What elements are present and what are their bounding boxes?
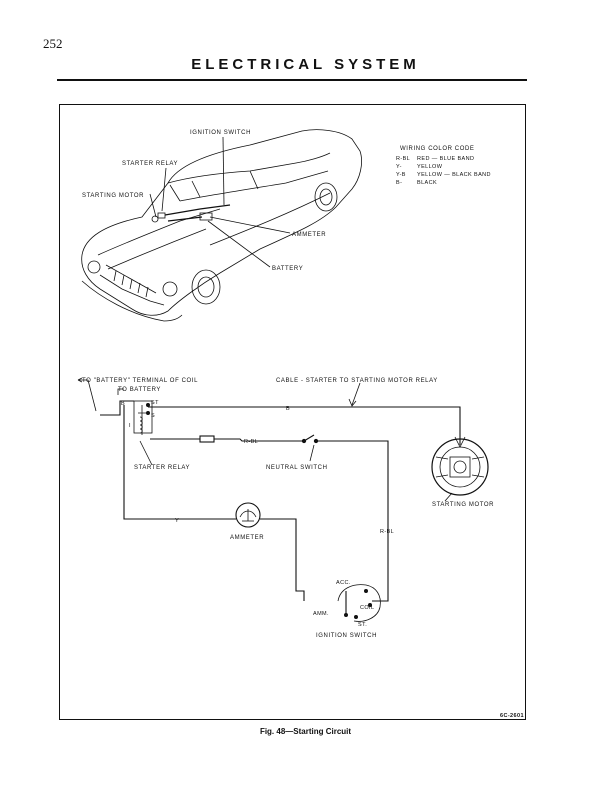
section-title: ELECTRICAL SYSTEM <box>191 56 420 73</box>
label-ignition-switch-schematic: IGNITION SWITCH <box>316 633 377 639</box>
color-code-entry-code: Y-B <box>396 172 406 178</box>
terminal-st-switch: ST. <box>358 622 367 628</box>
wire-code-cable: B <box>286 406 290 412</box>
color-code-title: WIRING COLOR CODE <box>400 146 475 152</box>
terminal-st: ST <box>151 400 159 406</box>
wire-code-ammeter: Y <box>175 518 179 524</box>
color-code-entry-code: Y- <box>396 164 402 170</box>
ammeter-symbol <box>235 502 261 528</box>
starting-circuit-diagram: IGNITION SWITCH STARTER RELAY STARTING M… <box>77 129 524 719</box>
wire-code-switch: R-BL <box>380 529 394 535</box>
label-ammeter-schematic: AMMETER <box>230 535 264 541</box>
color-code-entry-code: B- <box>396 180 402 186</box>
terminal-amm: AMM. <box>313 611 329 617</box>
figure-code: 6C-2601 <box>500 713 524 719</box>
label-to-battery-terminal-of-coil: TO "BATTERY" TERMINAL OF COIL <box>82 378 198 384</box>
figure-frame: IGNITION SWITCH STARTER RELAY STARTING M… <box>59 104 526 720</box>
terminal-coil: COIL <box>360 605 374 611</box>
terminal-s: S <box>151 413 155 419</box>
figure-caption: Fig. 48—Starting Circuit <box>259 727 352 736</box>
title-rule <box>57 79 527 81</box>
label-to-battery: TO BATTERY <box>118 387 161 393</box>
label-battery: BATTERY <box>272 266 303 272</box>
color-code-entry-code: R-BL <box>396 156 410 162</box>
label-cable-starter: CABLE - STARTER TO STARTING MOTOR RELAY <box>276 378 438 384</box>
color-code-entry-meaning: RED — BLUE BAND <box>417 156 474 162</box>
starter-relay-symbol <box>133 400 153 435</box>
schematic-wiring <box>77 377 466 602</box>
starting-motor-symbol <box>431 438 489 496</box>
label-neutral-switch: NEUTRAL SWITCH <box>266 465 328 471</box>
color-code-entry-meaning: YELLOW <box>417 164 443 170</box>
page-number: 252 <box>43 36 63 51</box>
color-code-entry-meaning: YELLOW — BLACK BAND <box>417 172 491 178</box>
wiring-color-code: WIRING COLOR CODE R-BL RED — BLUE BAND Y… <box>396 146 491 186</box>
ignition-switch-symbol <box>337 584 381 622</box>
terminal-b: B <box>121 401 125 407</box>
terminal-i: I <box>129 423 131 429</box>
label-starter-relay-schematic: STARTER RELAY <box>134 465 190 471</box>
car-illustration <box>81 129 362 322</box>
label-starting-motor-schematic: STARTING MOTOR <box>432 502 494 508</box>
label-ammeter: AMMETER <box>292 232 326 238</box>
wire-code-neutral: R-BL <box>244 439 258 445</box>
label-ignition-switch: IGNITION SWITCH <box>190 130 251 136</box>
label-starting-motor: STARTING MOTOR <box>82 193 144 199</box>
label-starter-relay: STARTER RELAY <box>122 161 178 167</box>
terminal-acc: ACC. <box>336 580 351 586</box>
color-code-entry-meaning: BLACK <box>417 180 437 186</box>
